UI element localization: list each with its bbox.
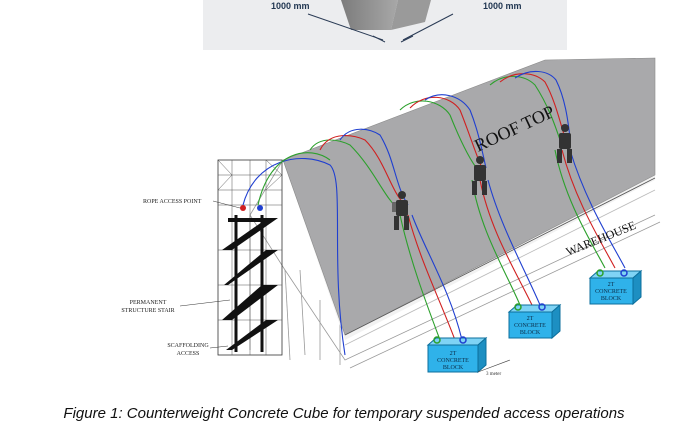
block-1-line2: CONCRETE	[437, 358, 469, 364]
callout-labels: ROPE ACCESS POINT PERMANENT STRUCTURE ST…	[121, 199, 240, 357]
scaffolding-access-label-2: ACCESS	[177, 351, 200, 357]
permanent-stair-label-1: PERMANENT	[130, 300, 167, 306]
figure-caption: Figure 1: Counterweight Concrete Cube fo…	[0, 405, 688, 422]
block-3-line3: BLOCK	[601, 296, 622, 302]
block-1-line1: 2T	[450, 351, 457, 357]
block-2-line3: BLOCK	[520, 330, 541, 336]
permanent-stair-label-2: STRUCTURE STAIR	[121, 308, 174, 314]
block-2-line1: 2T	[527, 316, 534, 322]
block-2-line2: CONCRETE	[514, 323, 546, 329]
block-3-line1: 2T	[608, 282, 615, 288]
block-3-line2: CONCRETE	[595, 289, 627, 295]
spacing-note: 3 meter	[486, 372, 501, 377]
rope-access-point-label: ROPE ACCESS POINT	[143, 199, 202, 205]
scaffolding-tower	[218, 160, 282, 355]
block-1-line3: BLOCK	[443, 365, 464, 371]
rope-access-diagram: 2T CONCRETE BLOCK 2T CONCRETE BLOCK 2T C…	[0, 0, 688, 400]
scaffolding-access-label-1: SCAFFOLDING	[167, 343, 209, 349]
